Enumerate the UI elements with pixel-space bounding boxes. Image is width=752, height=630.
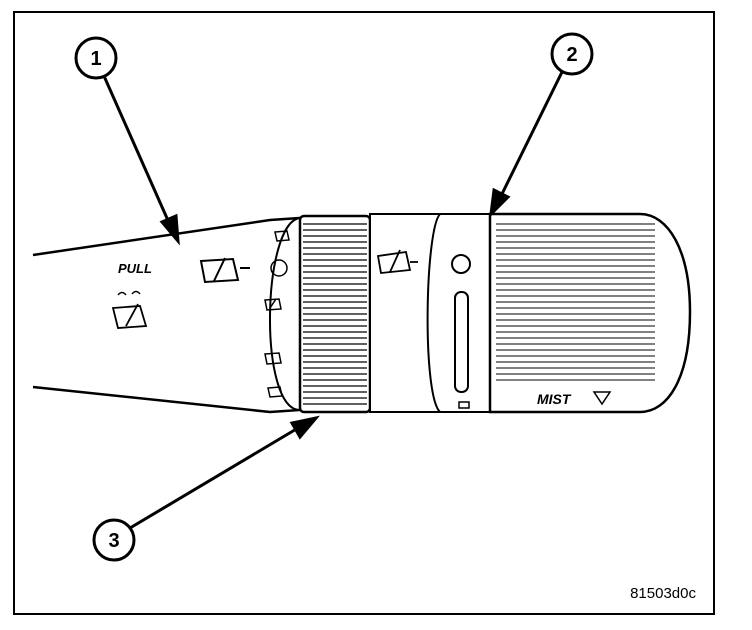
callout-2-number: 2: [566, 44, 577, 66]
mist-triangle-icon: [592, 391, 612, 406]
delay-ring-knurling: [303, 223, 367, 405]
callout-3: 3: [92, 518, 136, 562]
callout-2: 2: [550, 32, 594, 76]
stalk-body: [32, 216, 302, 414]
wiper-off-circle-icon: [270, 259, 288, 277]
delay-ring-bevel: [269, 217, 301, 411]
figure-reference-code: 81503d0c: [630, 585, 696, 602]
mist-label: MIST: [537, 391, 572, 407]
windshield-washer-icon: [111, 290, 148, 329]
diagram-border: [13, 11, 715, 615]
wash-ring-knurling: [496, 223, 655, 381]
wash-off-circle-icon: [451, 254, 471, 274]
callout-arrows: [102, 71, 564, 530]
wiper-icon-collar: [376, 249, 418, 274]
wash-small-mark: [458, 401, 470, 409]
callout-3-number: 3: [108, 530, 119, 552]
callout-1: 1: [74, 36, 118, 80]
wash-mist-ring-control: [488, 212, 692, 414]
windshield-wiper-icon: [199, 257, 250, 284]
pull-label: PULL: [118, 261, 152, 276]
wiper-delay-icons: [264, 230, 290, 398]
wash-ring-face: [426, 213, 491, 413]
wash-slot-indicator: [454, 291, 469, 393]
callout-1-number: 1: [90, 48, 101, 70]
